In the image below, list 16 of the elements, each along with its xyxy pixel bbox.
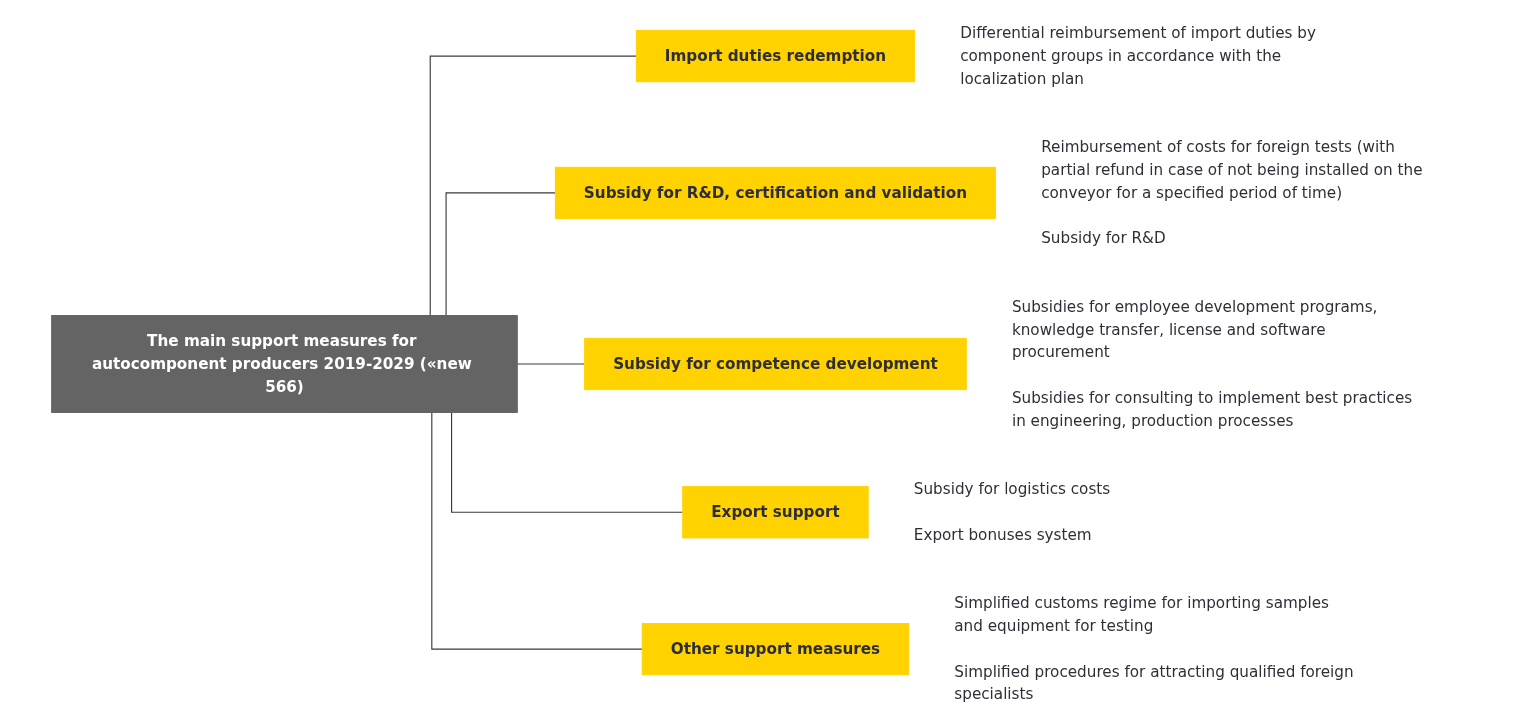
node-label: Simplified procedures for attracting qualified foreign specialists [954, 662, 1354, 704]
node-label: Differential reimbursement of import duties by component groups in accordance with the localization plan [960, 23, 1316, 88]
node-label: Reimbursement of costs for foreign tests (with partial refund in case of not being installed on the conveyor for a specified period of time) [1041, 137, 1423, 202]
node-label: Subsidies for consulting to implement best practices in engineering, production processes [1011, 388, 1413, 430]
node-label: Subsidy for logistics costs [913, 479, 1111, 499]
node-label: Export bonuses system [913, 525, 1092, 544]
node-label: Simplified customs regime for importing samples and equipment for testing [954, 593, 1329, 635]
node-label: Subsidy for R&D [1041, 229, 1166, 248]
node-box: The main support measures for autocomponent producers 2019-2029 («new 566) [51, 315, 518, 413]
connector [516, 363, 586, 365]
node-label: Subsidies for employee development programs, knowledge transfer, license and software procurement [1011, 297, 1378, 362]
node-box: Import duties redemption [635, 29, 916, 83]
node-box: Subsidy for R&D, certification and validation [554, 166, 997, 220]
node-box: Subsidy for competence development [584, 337, 967, 391]
node-box: Export support [682, 486, 869, 539]
node-box: Other support measures [641, 623, 910, 676]
